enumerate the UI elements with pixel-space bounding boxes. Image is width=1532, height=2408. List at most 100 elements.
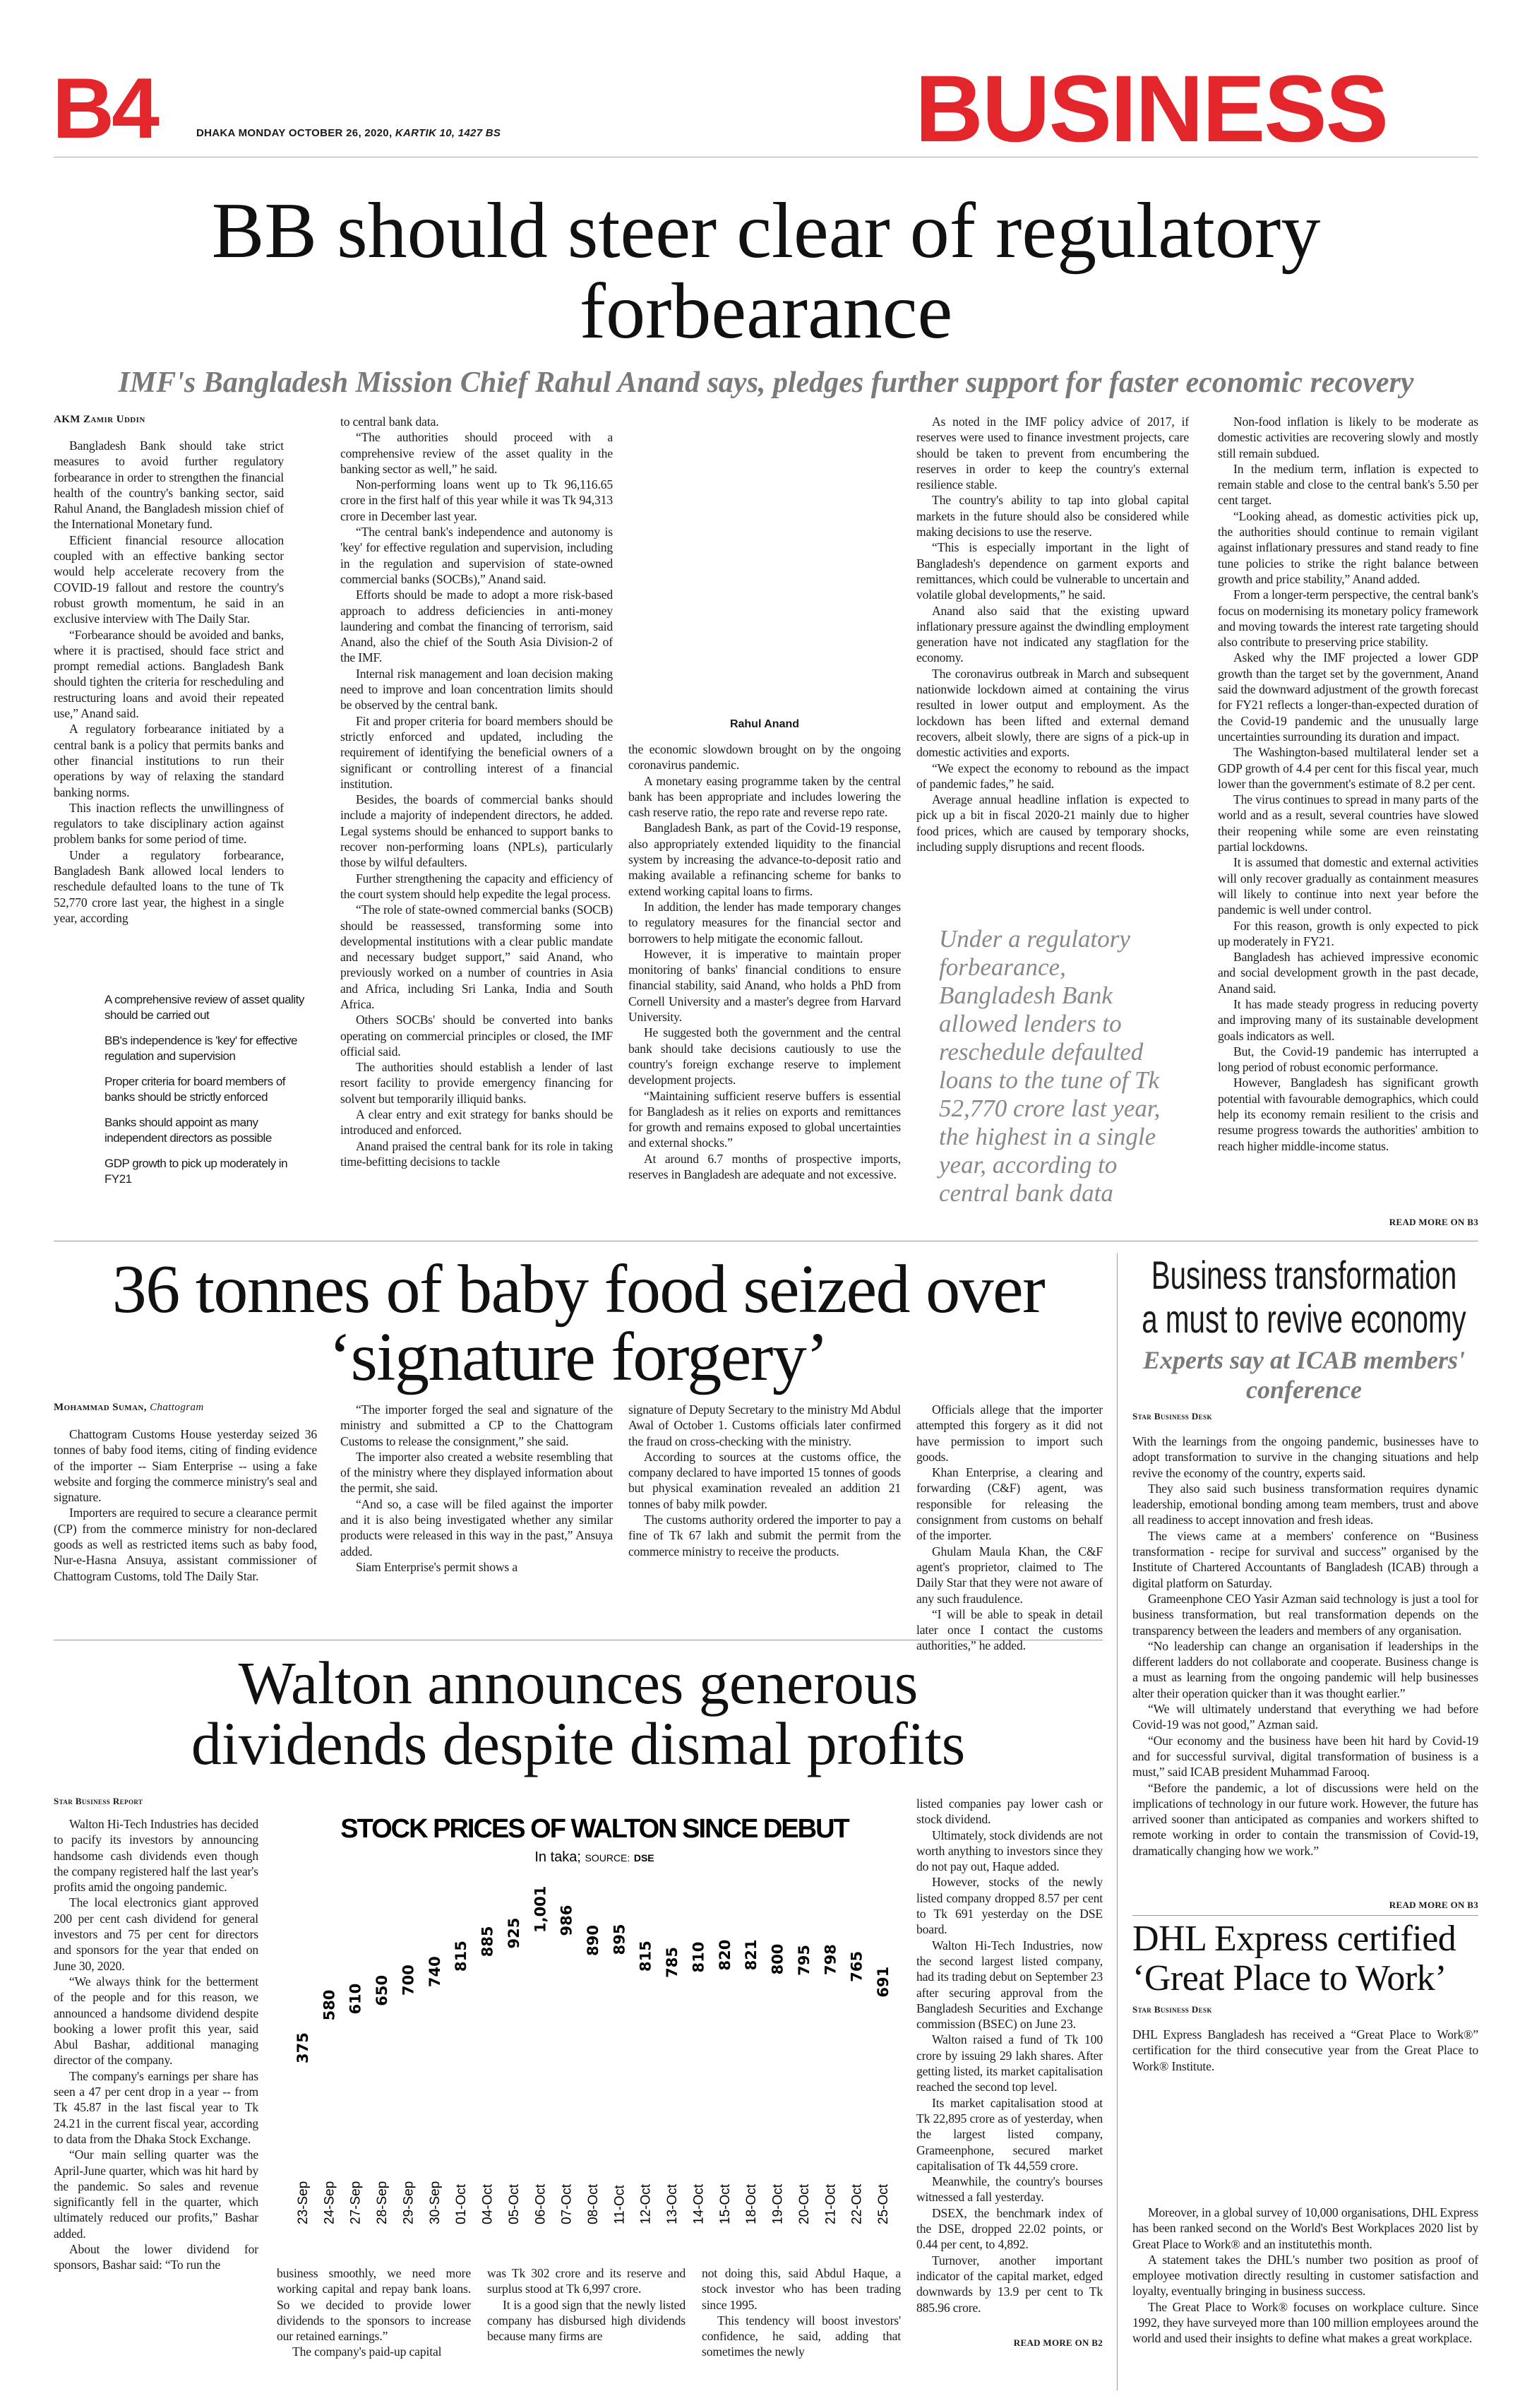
babyfood-column-4: Officials allege that the importer attem… bbox=[916, 1402, 1103, 1654]
data-label: 800 bbox=[770, 1944, 786, 1975]
paragraph: “No leadership can change an organisatio… bbox=[1132, 1638, 1478, 1700]
paragraph: “Maintaining sufficient reserve buffers … bbox=[628, 1088, 901, 1150]
data-label: 765 bbox=[849, 1951, 866, 1982]
paragraph: The authorities should establish a lende… bbox=[340, 1060, 613, 1106]
lead-column-1: Bangladesh Bank should take strict measu… bbox=[54, 438, 284, 926]
walton-column-a: business smoothly, we need more working … bbox=[277, 2265, 471, 2360]
dhl-body-2: Moreover, in a global survey of 10,000 o… bbox=[1132, 2205, 1478, 2347]
data-label: 795 bbox=[796, 1945, 813, 1976]
paragraph: to central bank data. bbox=[340, 415, 439, 429]
paragraph: The coronavirus outbreak in March and su… bbox=[916, 666, 1189, 760]
x-tick-label: 21-Oct bbox=[823, 2183, 838, 2224]
paragraph: This tendency will boost investors' conf… bbox=[702, 2313, 901, 2359]
data-label: 821 bbox=[743, 1939, 760, 1970]
babyfood-headline-line: 36 tonnes of baby food seized over bbox=[112, 1251, 1046, 1328]
chart-unit: In taka; bbox=[534, 1849, 581, 1865]
paragraph: not doing this, said Abdul Haque, a stoc… bbox=[702, 2266, 901, 2312]
paragraph: For this reason, growth is only expected… bbox=[1218, 918, 1478, 948]
paragraph: Besides, the boards of commercial banks … bbox=[340, 792, 613, 870]
data-label: 815 bbox=[453, 1941, 469, 1972]
paragraph: Efficient financial resource allocation … bbox=[54, 532, 284, 626]
x-tick-label: 11-Oct bbox=[612, 2185, 627, 2224]
photo-caption: Rahul Anand bbox=[729, 718, 800, 730]
babyfood-column-2: “The importer forged the seal and signat… bbox=[340, 1402, 613, 1575]
paragraph: Bangladesh has achieved impressive econo… bbox=[1218, 950, 1478, 996]
data-label: 1,001 bbox=[532, 1886, 549, 1933]
paragraph: The country's ability to tap into global… bbox=[916, 493, 1189, 540]
x-tick-label: 28-Sep bbox=[375, 2181, 390, 2224]
paragraph: Internal risk management and loan decisi… bbox=[340, 666, 613, 713]
paragraph: “Forbearance should be avoided and banks… bbox=[54, 627, 284, 721]
data-label: 375 bbox=[294, 2032, 311, 2063]
paragraph: Non-performing loans went up to Tk 96,11… bbox=[340, 477, 613, 523]
x-tick-label: 05-Oct bbox=[507, 2183, 522, 2224]
data-label: 650 bbox=[373, 1975, 390, 2006]
paragraph: listed companies pay lower cash or stock… bbox=[916, 1796, 1103, 1827]
paragraph: It is a good sign that the newly listed … bbox=[487, 2297, 686, 2344]
data-label: 740 bbox=[426, 1956, 443, 1987]
read-more-link[interactable]: READ MORE ON B3 bbox=[1389, 1900, 1478, 1910]
byline-name: Mohammad Suman, bbox=[54, 1402, 147, 1413]
paragraph: Anand praised the central bank for its r… bbox=[340, 1138, 613, 1169]
paragraph: They also said such business transformat… bbox=[1132, 1481, 1478, 1527]
paragraph: “We will ultimately understand that ever… bbox=[1132, 1702, 1478, 1732]
paragraph: The virus continues to spread in many pa… bbox=[1218, 792, 1478, 854]
paragraph: The customs authority ordered the import… bbox=[628, 1513, 901, 1558]
walton-stock-chart: STOCK PRICES OF WALTON SINCE DEBUT In ta… bbox=[294, 1814, 892, 2224]
x-tick-label: 23-Sep bbox=[296, 2181, 311, 2224]
paragraph: He suggested both the government and the… bbox=[628, 1025, 901, 1087]
paragraph: “We always think for the betterment of t… bbox=[54, 1974, 258, 2068]
data-label: 895 bbox=[611, 1924, 628, 1955]
paragraph: “And so, a case will be filed against th… bbox=[340, 1496, 613, 1558]
walton-column-d: listed companies pay lower cash or stock… bbox=[916, 1796, 1103, 2315]
key-points-list: A comprehensive review of asset quality … bbox=[104, 992, 309, 1197]
paragraph: Siam Enterprise's permit shows a bbox=[356, 1559, 518, 1574]
x-tick-label: 15-Oct bbox=[718, 2183, 733, 2224]
data-label: 798 bbox=[822, 1944, 839, 1975]
paragraph: Officials allege that the importer attem… bbox=[916, 1402, 1103, 1464]
lead-column-3: the economic slowdown brought on by the … bbox=[628, 741, 901, 1182]
paragraph: the economic slowdown brought on by the … bbox=[628, 742, 901, 773]
paragraph: The company's paid-up capital bbox=[292, 2344, 442, 2359]
divider bbox=[1132, 1915, 1478, 1916]
dhl-headline: DHL Express certified‘Great Place to Wor… bbox=[1132, 1919, 1478, 1998]
paragraph: Bangladesh Bank should take strict measu… bbox=[54, 439, 284, 532]
walton-column-b: was Tk 302 crore and its reserve and sur… bbox=[487, 2265, 686, 2344]
walton-byline: Star Business Report bbox=[54, 1796, 143, 1806]
section-title: BUSINESS bbox=[915, 56, 1389, 162]
paragraph: At around 6.7 months of prospective impo… bbox=[628, 1151, 901, 1182]
lead-headline-line: forbearance bbox=[579, 268, 953, 356]
paragraph: According to sources at the customs offi… bbox=[628, 1449, 901, 1511]
babyfood-byline: Mohammad Suman, Chattogram bbox=[54, 1402, 204, 1414]
read-more-link[interactable]: READ MORE ON B3 bbox=[1389, 1217, 1478, 1227]
paragraph: “Looking ahead, as domestic activities p… bbox=[1218, 508, 1478, 586]
paragraph: “The central bank's independence and aut… bbox=[340, 525, 613, 586]
paragraph: Average annual headline inflation is exp… bbox=[916, 792, 1189, 854]
babyfood-column-1: Chattogram Customs House yesterday seize… bbox=[54, 1426, 317, 1584]
paragraph: However, Bangladesh has significant grow… bbox=[1218, 1075, 1478, 1153]
lead-column-4: As noted in the IMF policy advice of 201… bbox=[916, 414, 1189, 854]
paragraph: “The authorities should proceed with a c… bbox=[340, 430, 613, 476]
paragraph: From a longer-term perspective, the cent… bbox=[1218, 588, 1478, 650]
key-point: Banks should appoint as many independent… bbox=[104, 1116, 272, 1145]
x-tick-label: 08-Oct bbox=[586, 2183, 601, 2224]
data-label: 820 bbox=[717, 1940, 734, 1971]
paragraph: However, it is imperative to maintain pr… bbox=[628, 946, 901, 1025]
walton-column-c: not doing this, said Abdul Haque, a stoc… bbox=[702, 2265, 901, 2360]
paragraph: Bangladesh Bank, as part of the Covid-19… bbox=[628, 821, 901, 898]
read-more-link[interactable]: READ MORE ON B2 bbox=[1013, 2337, 1103, 2348]
x-tick-label: 01-Oct bbox=[454, 2183, 469, 2224]
chart-source-label: SOURCE: bbox=[585, 1852, 630, 1864]
paragraph: A monetary easing programme taken by the… bbox=[628, 773, 901, 820]
key-point: BB's independence is 'key' for effective… bbox=[104, 1034, 297, 1063]
paragraph: The importer also created a website rese… bbox=[340, 1449, 613, 1496]
data-label: 810 bbox=[690, 1942, 707, 1973]
paragraph: Khan Enterprise, a clearing and forwardi… bbox=[916, 1465, 1103, 1543]
paragraph: Moreover, in a global survey of 10,000 o… bbox=[1132, 2205, 1478, 2251]
paragraph: Grameenphone CEO Yasir Azman said techno… bbox=[1132, 1591, 1478, 1638]
lead-headline-line: BB should steer clear of regulatory bbox=[211, 187, 1321, 275]
lead-column-5: Non-food inflation is likely to be moder… bbox=[1218, 414, 1478, 1154]
paragraph: Walton Hi-Tech Industries has decided to… bbox=[54, 1817, 258, 1895]
chart-source: DSE bbox=[634, 1852, 654, 1864]
